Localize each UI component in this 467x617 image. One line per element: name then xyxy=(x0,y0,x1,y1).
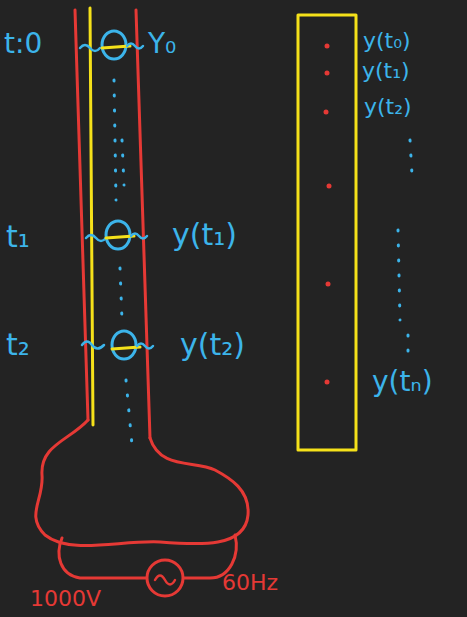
frequency-label: 60Hz xyxy=(222,572,278,594)
record-label: y(t₂) xyxy=(364,96,412,118)
wave-line xyxy=(86,235,106,241)
tracked-object xyxy=(82,331,153,359)
data-point xyxy=(327,184,332,189)
record-points xyxy=(324,44,332,385)
ball xyxy=(106,221,130,249)
time-label: t₂ xyxy=(6,330,30,360)
dot-column xyxy=(398,230,400,320)
tube-wall xyxy=(75,10,88,420)
position-mark xyxy=(112,347,140,349)
time-label: t:0 xyxy=(4,30,42,58)
data-point xyxy=(325,44,330,49)
dot-column xyxy=(122,140,124,185)
tracked-object xyxy=(80,31,143,59)
wire xyxy=(59,538,146,578)
ac-symbol xyxy=(155,576,175,585)
wave-line xyxy=(80,45,100,51)
continuation-dots xyxy=(114,80,412,445)
position-label: y(t₂) xyxy=(180,330,245,360)
dot-column xyxy=(410,140,412,175)
tracked-object xyxy=(86,221,147,249)
wave-line xyxy=(127,44,143,49)
dot-column xyxy=(126,380,132,445)
wave-line xyxy=(82,342,104,349)
time-label: t₁ xyxy=(6,222,30,252)
record-label: y(t₁) xyxy=(362,60,410,82)
wave-line xyxy=(137,344,153,349)
data-point xyxy=(324,110,329,115)
dot-column xyxy=(114,80,116,200)
data-point xyxy=(326,282,331,287)
voltage-label: 1000V xyxy=(30,588,101,610)
record-label: y(tₙ) xyxy=(372,368,433,396)
data-point xyxy=(325,71,330,76)
record-label: y(t₀) xyxy=(363,30,411,52)
position-label: Y₀ xyxy=(148,30,176,58)
reference-line xyxy=(90,8,93,425)
data-point xyxy=(325,380,330,385)
dot-column xyxy=(407,335,410,365)
ball xyxy=(112,331,136,359)
chamber-outline xyxy=(36,420,248,546)
tube-wall xyxy=(136,10,150,438)
dot-column xyxy=(120,268,122,320)
wave-line xyxy=(131,234,147,239)
ac-source xyxy=(147,560,183,596)
ball xyxy=(102,31,126,59)
record-box xyxy=(298,15,356,450)
position-label: y(t₁) xyxy=(172,220,237,250)
